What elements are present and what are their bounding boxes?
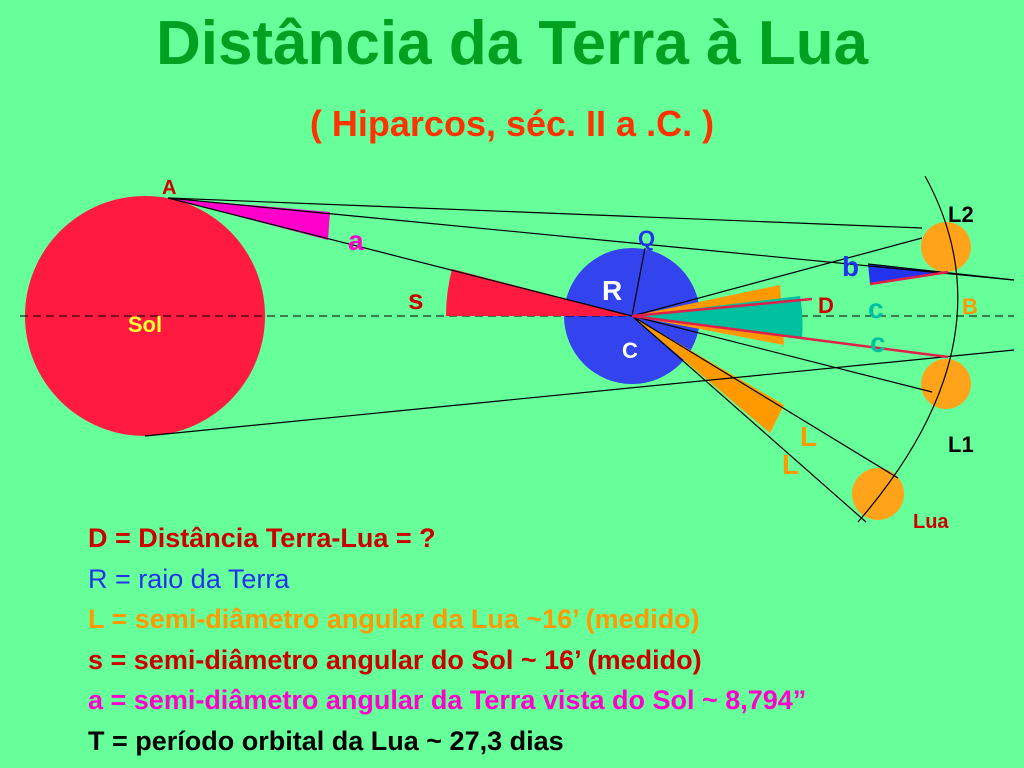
earth-r-label: R — [602, 275, 622, 306]
earth-teal-wedge — [632, 296, 803, 338]
earth-q-line — [631, 247, 646, 317]
line-a-to-l2 — [167, 197, 923, 229]
line-earth-to-l1 — [631, 315, 933, 393]
label-l2: L2 — [948, 202, 974, 227]
angle-a-label: a — [348, 225, 364, 256]
legend-radius-text: raio da Terra — [138, 563, 290, 594]
legend: D = Distância Terra-Lua = ? R = raio da … — [88, 518, 806, 761]
earth-q-label: Q — [638, 226, 655, 251]
red-line-to-l2 — [631, 297, 813, 318]
page-subtitle: ( Hiparcos, séc. II a .C. ) — [309, 103, 715, 144]
label-lua: Lua — [913, 511, 949, 533]
legend-earth-semidiameter: a = semi-diâmetro angular da Terra vista… — [88, 685, 807, 715]
label-b: B — [962, 294, 978, 319]
angle-b-wedge — [868, 264, 946, 284]
tangent-line-bottom — [144, 349, 1015, 437]
moon-l1 — [921, 359, 971, 409]
moon-lua — [852, 468, 904, 520]
legend-radius-key: R = — [88, 563, 139, 594]
legend-distance: D = Distância Terra-Lua = ? — [88, 523, 436, 553]
legend-radius: R = raio da Terra — [88, 559, 806, 600]
earth-c-label: C — [622, 338, 638, 363]
angle-s-label: s — [408, 284, 424, 315]
legend-moon-semidiameter: L = semi-diâmetro angular da Lua ~16’ (m… — [88, 604, 700, 634]
line-earth-to-l2 — [631, 237, 923, 317]
sun-label: Sol — [128, 312, 162, 337]
page-title: Distância da Terra à Lua — [155, 9, 869, 78]
line-a-to-earth — [167, 197, 633, 317]
label-c-bottom: c — [870, 327, 886, 358]
label-c-top: c — [868, 293, 884, 324]
moon-l2 — [921, 222, 971, 272]
red-line-b — [869, 270, 949, 286]
label-l1: L1 — [948, 432, 974, 457]
moon-orbit-arc — [857, 175, 959, 523]
line-earth-to-lua-1 — [631, 315, 867, 523]
tangent-line-top — [167, 197, 1015, 281]
label-l-lower: L — [782, 449, 799, 480]
legend-orbital-period: T = período orbital da Lua ~ 27,3 dias — [88, 725, 564, 756]
point-a-label: A — [162, 177, 176, 199]
angle-b-label: b — [842, 251, 859, 282]
legend-sun-semidiameter: s = semi-diâmetro angular do Sol ~ 16’ (… — [88, 644, 702, 675]
line-earth-to-lua-2 — [631, 315, 899, 479]
red-line-to-l1 — [631, 314, 949, 359]
earth-orange-wedge-lower — [632, 316, 784, 433]
label-d: D — [818, 293, 834, 318]
label-l-upper: L — [800, 421, 817, 452]
